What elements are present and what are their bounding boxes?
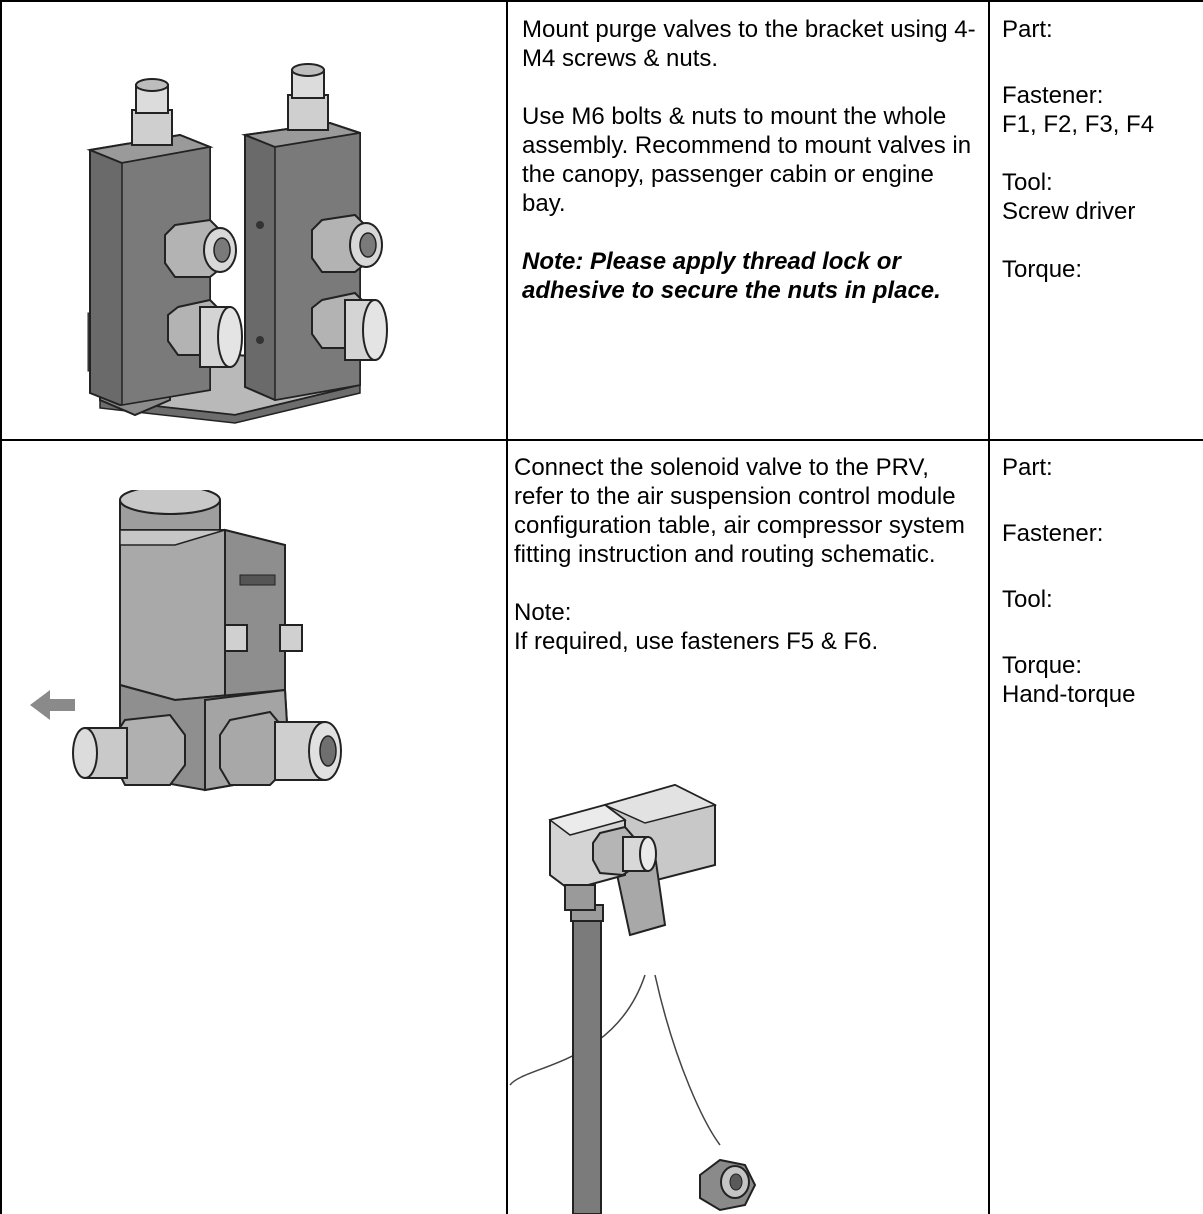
- step-2-note-label: Note:: [514, 599, 572, 626]
- part-value: [1002, 44, 1202, 73]
- part-label: Part:: [1002, 454, 1053, 481]
- torque-label: Torque:: [1002, 652, 1083, 679]
- tool-label: Tool:: [1002, 169, 1053, 196]
- part-value: [1002, 482, 1202, 511]
- column-divider-1: [506, 0, 508, 1214]
- fastener-label: Fastener:: [1002, 82, 1104, 109]
- step-2-note-text: If required, use fasteners F5 & F6.: [514, 628, 879, 655]
- tool-value: Screw driver: [1002, 198, 1136, 225]
- table-top-border: [0, 0, 1203, 2]
- step-1-text-2: Use M6 bolts & nuts to mount the whole a…: [522, 103, 972, 217]
- fastener-value: F1, F2, F3, F4: [1002, 111, 1155, 138]
- tool-label: Tool:: [1002, 586, 1053, 613]
- fastener-value: [1002, 548, 1202, 577]
- step-2-instruction: Connect the solenoid valve to the PRV, r…: [514, 453, 984, 656]
- purge-valve-assembly-image: [86, 63, 388, 424]
- left-arrow-icon: [30, 690, 75, 720]
- step-1-specs: Part: Fastener: F1, F2, F3, F4 Tool: Scr…: [1002, 15, 1202, 284]
- torque-value: Hand-torque: [1002, 681, 1136, 708]
- tool-value: [1002, 614, 1202, 643]
- part-label: Part:: [1002, 16, 1053, 43]
- step-2-text-1: Connect the solenoid valve to the PRV, r…: [514, 454, 965, 568]
- solenoid-valve-image: [30, 490, 342, 792]
- step-1-note: Note: Please apply thread lock or adhesi…: [522, 248, 941, 304]
- row-divider: [0, 439, 1203, 441]
- torque-label: Torque:: [1002, 256, 1083, 283]
- table-left-border: [0, 0, 2, 1214]
- step-1-text-1: Mount purge valves to the bracket using …: [522, 16, 976, 72]
- step-1-instruction: Mount purge valves to the bracket using …: [522, 15, 977, 305]
- solenoid-wired-assembly-image: [509, 783, 757, 1214]
- column-divider-2: [988, 0, 990, 1214]
- fastener-label: Fastener:: [1002, 520, 1104, 547]
- step-2-specs: Part: Fastener: Tool: Torque: Hand-torqu…: [1002, 453, 1202, 709]
